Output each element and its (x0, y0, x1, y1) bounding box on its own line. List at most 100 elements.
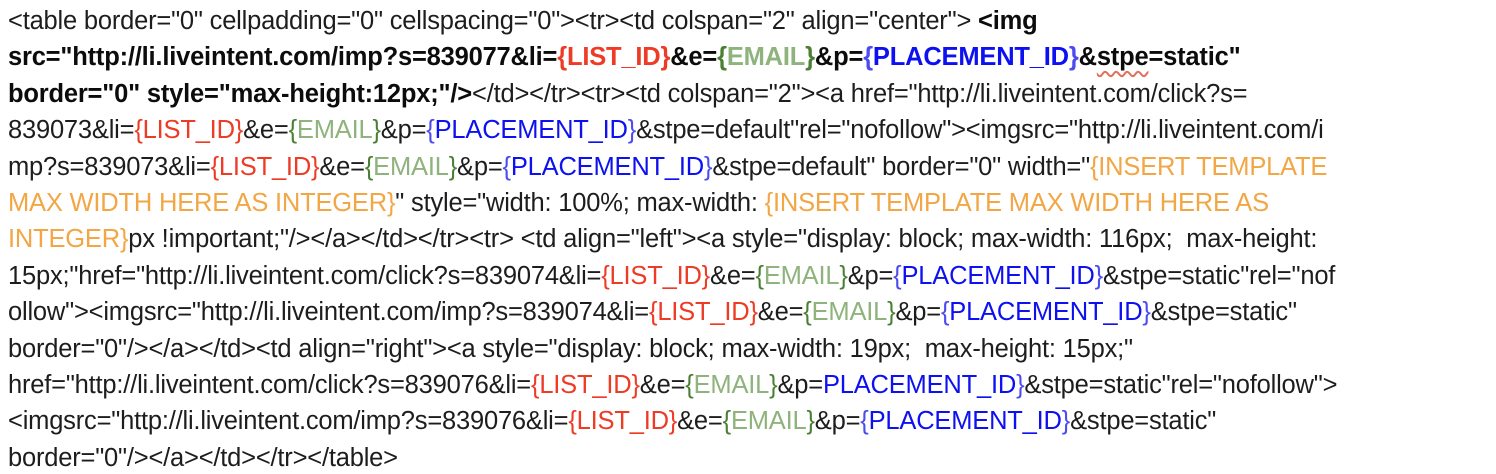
code-segment: EMAIL (763, 261, 840, 290)
code-segment: &e= (243, 116, 289, 145)
code-segment: PLACEMENT_ID (901, 261, 1095, 290)
code-segment: EMAIL (296, 116, 373, 145)
code-segment: &e= (757, 298, 804, 327)
code-segment: EMAIL (693, 371, 770, 400)
code-segment: } (1061, 407, 1071, 436)
code-segment: {LIST_ID} (531, 371, 640, 400)
code-segment: " style="width: 100%; max-width: (395, 189, 765, 218)
code-segment: { (288, 116, 298, 145)
code-line: <table border="0" cellpadding="0" cellsp… (8, 3, 1492, 39)
code-segment: {LIST_ID} (210, 152, 320, 181)
code-segment: &p= (847, 261, 894, 290)
code-segment: & (1078, 43, 1097, 72)
code-line: border="0"/></a></td></tr></table> (8, 440, 1492, 474)
code-segment: mp?s=839073&li= (8, 152, 211, 181)
code-segment: &e= (639, 371, 686, 400)
code-segment: &p= (895, 298, 941, 327)
code-line: border="0"/></a></td><td align="right"><… (8, 331, 1492, 367)
code-segment: { (755, 261, 765, 290)
code-segment: INTEGER} (8, 225, 129, 254)
code-segment: =static" (1148, 43, 1241, 72)
code-segment: src="http://li.liveintent.com/imp?s=8390… (8, 43, 558, 72)
code-segment: } (806, 407, 815, 436)
code-segment: &e= (670, 43, 718, 72)
code-line: <imgsrc="http://li.liveintent.com/imp?s=… (8, 403, 1492, 439)
code-segment: { (717, 43, 727, 72)
code-segment: 839073&li= (8, 116, 135, 145)
code-segment: PLACEMENT_ID (872, 43, 1069, 72)
code-line: src="http://li.liveintent.com/imp?s=8390… (8, 39, 1492, 75)
code-segment: ollow"><imgsrc="http://li.liveintent.com… (8, 298, 649, 327)
code-segment: &stpe=default"rel="nofollow"><imgsrc="ht… (636, 116, 1324, 145)
code-line: MAX WIDTH HERE AS INTEGER}" style="width… (8, 185, 1492, 221)
code-segment: {LIST_ID} (134, 116, 244, 145)
code-segment: EMAIL (811, 298, 888, 327)
code-segment: } (1142, 298, 1151, 327)
code-segment: &e= (710, 261, 756, 290)
code-segment: &p= (814, 43, 864, 72)
code-line: href="http://li.liveintent.com/click?s=8… (8, 367, 1492, 403)
code-segment: PLACEMENT_ID (510, 152, 704, 181)
code-segment: </td></tr><tr><td colspan="2"><a href="h… (472, 79, 1248, 108)
code-segment: px !important;"/></a></td></tr><tr> <td … (128, 225, 1318, 254)
code-segment: border="0"/></a></td></tr></table> (8, 443, 398, 472)
code-segment: <table border="0" cellpadding="0" cellsp… (8, 7, 979, 35)
code-segment: { (863, 43, 873, 72)
code-segment: PLACEMENT_ID (868, 407, 1062, 436)
code-segment: stpe (1096, 43, 1149, 72)
code-segment: EMAIL (730, 407, 807, 436)
code-segment: &stpe=static"rel="nofollow"> (1024, 371, 1338, 400)
code-segment: 15px;"href="http://li.liveintent.com/cli… (8, 261, 602, 290)
code-segment: } (1094, 261, 1104, 290)
code-segment: {LIST_ID} (568, 407, 678, 436)
code-segment: { (426, 116, 435, 145)
code-segment: &stpe=default" border="0" width=" (712, 152, 1090, 181)
code-segment: { (803, 298, 812, 327)
code-segment: {LIST_ID} (557, 43, 671, 72)
code-segment: } (887, 298, 896, 327)
code-segment: &e= (677, 407, 723, 436)
code-segment: &p= (814, 407, 861, 436)
code-segment: { (502, 152, 512, 181)
code-segment: } (448, 152, 458, 181)
code-line: border="0" style="max-height:12px;"/></t… (8, 76, 1492, 112)
code-line: mp?s=839073&li={LIST_ID}&e={EMAIL}&p={PL… (8, 149, 1492, 185)
code-segment: &p= (380, 116, 427, 145)
code-segment: &stpe=static" (1070, 407, 1217, 436)
code-segment: PLACEMENT_ID (434, 116, 628, 145)
code-segment: } (1068, 43, 1079, 72)
code-segment: {INSERT TEMPLATE (1089, 152, 1328, 181)
code-segment: { (364, 152, 374, 181)
code-line: ollow"><imgsrc="http://li.liveintent.com… (8, 294, 1492, 330)
code-segment: } (769, 371, 778, 400)
code-segment: { (893, 261, 902, 290)
code-segment: &p= (777, 371, 823, 400)
code-segment: {INSERT TEMPLATE MAX WIDTH HERE AS (764, 189, 1269, 218)
code-segment: &p= (457, 152, 503, 181)
code-line: 15px;"href="http://li.liveintent.com/cli… (8, 258, 1492, 294)
code-segment: &stpe=static" (1150, 298, 1297, 327)
code-segment: <imgsrc="http://li.liveintent.com/imp?s=… (8, 407, 569, 436)
code-segment: PLACEMENT_ID (822, 371, 1017, 400)
code-segment: { (722, 407, 732, 436)
code-segment: } (627, 116, 637, 145)
code-segment: border="0"/></a></td><td align="right"><… (8, 334, 1133, 363)
code-segment: href="http://li.liveintent.com/click?s=8… (8, 371, 531, 400)
code-line: INTEGER}px !important;"/></a></td></tr><… (8, 221, 1492, 257)
code-segment: PLACEMENT_ID (949, 298, 1143, 327)
code-segment: } (1016, 371, 1025, 400)
code-segment: } (839, 261, 848, 290)
code-segment: } (704, 152, 713, 181)
code-segment: } (805, 43, 815, 72)
code-segment: { (940, 298, 950, 327)
code-segment: <img (978, 7, 1038, 35)
code-segment: {LIST_ID} (649, 298, 758, 327)
code-segment: } (372, 116, 381, 145)
code-segment: { (685, 371, 694, 400)
code-segment: border="0" style="max-height:12px;"/> (8, 79, 472, 108)
code-segment: &e= (319, 152, 365, 181)
code-segment: {LIST_ID} (601, 261, 711, 290)
code-segment: MAX WIDTH HERE AS INTEGER} (8, 189, 396, 218)
code-segment: { (860, 407, 869, 436)
